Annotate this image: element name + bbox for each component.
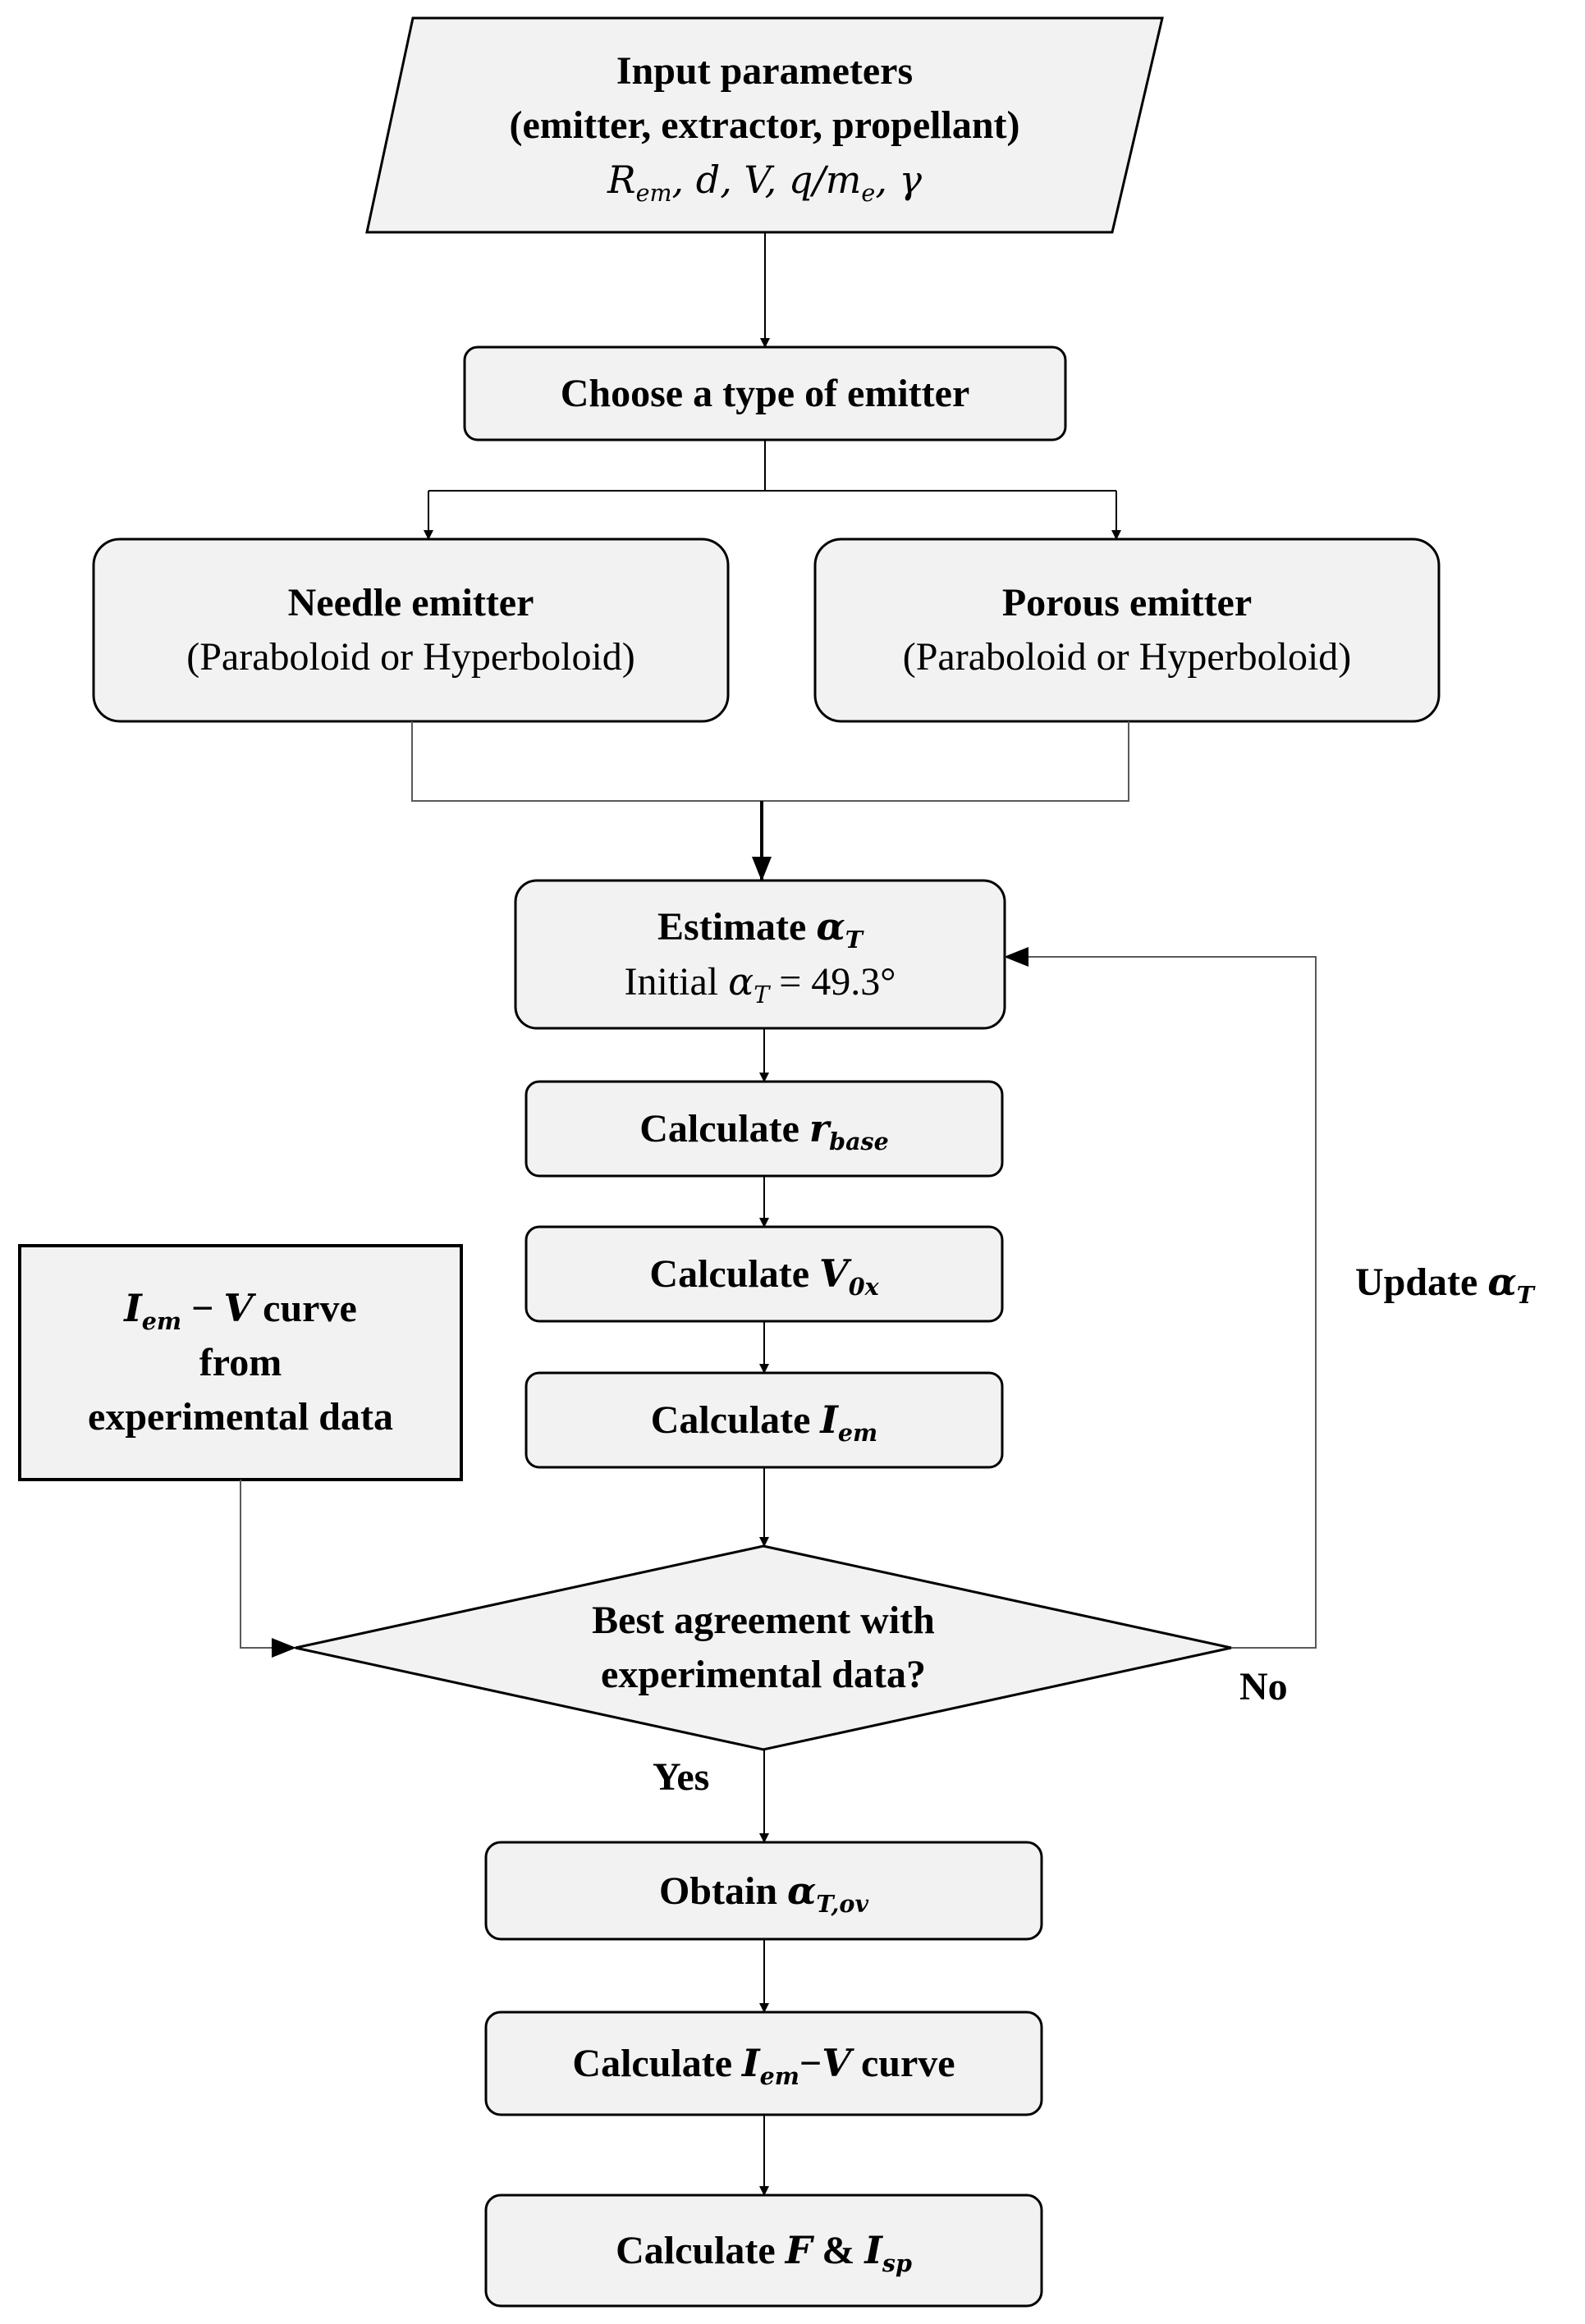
porous-node: Porous emitter (Paraboloid or Hyperboloi…	[815, 539, 1439, 721]
estimate-label: Estimate αT	[657, 904, 863, 954]
connector-experimental-to-decision	[240, 1480, 296, 1658]
calc-v0x-node: Calculate V0x	[526, 1227, 1002, 1321]
input-parallelogram	[365, 16, 1164, 234]
input-title-line1: Input parameters	[616, 48, 914, 93]
calc-v0x-label: Calculate V0x	[649, 1251, 879, 1301]
calc-final-label: Calculate F & Isp	[616, 2228, 912, 2277]
calc-curve-node: Calculate Iem−V curve	[486, 2012, 1042, 2115]
decision-node: Best agreement with experimental data?	[460, 1546, 1067, 1750]
needle-subtitle: (Paraboloid or Hyperboloid)	[186, 635, 635, 679]
input-title-line2: (emitter, extractor, propellant)	[509, 103, 1020, 147]
experimental-node: Iem − V curve from experimental data	[20, 1246, 461, 1480]
calc-rbase-label: Calculate rbase	[639, 1106, 889, 1155]
experimental-box	[18, 1244, 463, 1481]
obtain-label: Obtain αT,ov	[658, 1868, 869, 1918]
experimental-line1: Iem − V curve	[124, 1286, 357, 1335]
estimate-initial: Initial αT = 49.3°	[624, 959, 896, 1009]
obtain-node: Obtain αT,ov	[486, 1842, 1042, 1939]
update-label: Update αT	[1355, 1260, 1534, 1309]
calc-iem-node: Calculate Iem	[526, 1373, 1002, 1467]
yes-label: Yes	[653, 1755, 710, 1799]
calc-curve-label: Calculate Iem−V curve	[572, 2041, 955, 2090]
porous-subtitle: (Paraboloid or Hyperboloid)	[902, 635, 1352, 679]
decision-line2: experimental data?	[601, 1653, 926, 1696]
needle-node: Needle emitter (Paraboloid or Hyperboloi…	[94, 539, 728, 721]
estimate-node: Estimate αT Initial αT = 49.3°	[515, 881, 1005, 1028]
connector-merge	[411, 721, 1129, 802]
input-node: Input parameters (emitter, extractor, pr…	[367, 18, 1162, 232]
choose-label: Choose a type of emitter	[560, 371, 970, 415]
experimental-line2: from	[199, 1341, 282, 1384]
choose-node: Choose a type of emitter	[465, 347, 1065, 440]
needle-box	[92, 538, 730, 723]
experimental-line3: experimental data	[88, 1395, 393, 1439]
porous-box	[813, 538, 1441, 723]
porous-title: Porous emitter	[1001, 581, 1253, 624]
calc-rbase-node: Calculate rbase	[526, 1082, 1002, 1176]
connector-no-loop	[1004, 947, 1317, 1649]
no-label: No	[1239, 1665, 1288, 1709]
needle-title: Needle emitter	[287, 581, 534, 624]
input-params: Rem, d, V, q/me, γ	[607, 157, 923, 207]
decision-line1: Best agreement with	[592, 1599, 935, 1642]
calc-final-node: Calculate F & Isp	[486, 2195, 1042, 2306]
calc-iem-label: Calculate Iem	[650, 1398, 878, 1447]
